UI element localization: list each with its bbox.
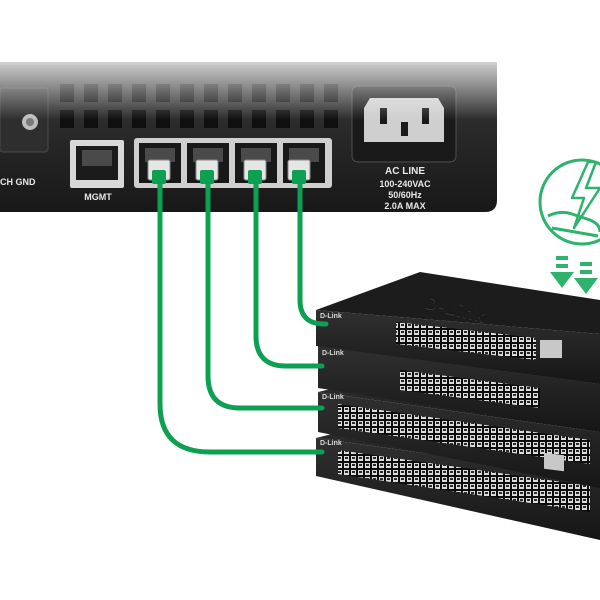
ground-label: CH GND [0,177,36,187]
ac-line-title: AC LINE [385,166,425,177]
switch-stack [316,272,600,540]
power-efficiency-icon [538,158,600,246]
ac-frequency: 50/60Hz [388,190,422,200]
mgmt-label: MGMT [84,192,112,202]
ac-voltage: 100-240VAC [379,179,431,189]
rear-panel [0,0,600,212]
switch-2-brand: D-Link [322,350,344,357]
arrow-down-icon [550,256,598,294]
cable-clips [152,170,306,184]
mgmt-port [70,140,124,188]
ac-line-label: AC LINE 100-240VAC 50/60Hz 2.0A MAX [352,167,458,213]
switch-4-brand: D-Link [320,440,342,447]
switch-1 [316,272,600,384]
switch-1-brand: D-Link [320,313,342,320]
stacking-cables [157,163,329,455]
switch-3-brand: D-Link [322,394,344,401]
ac-current: 2.0A MAX [384,201,426,211]
